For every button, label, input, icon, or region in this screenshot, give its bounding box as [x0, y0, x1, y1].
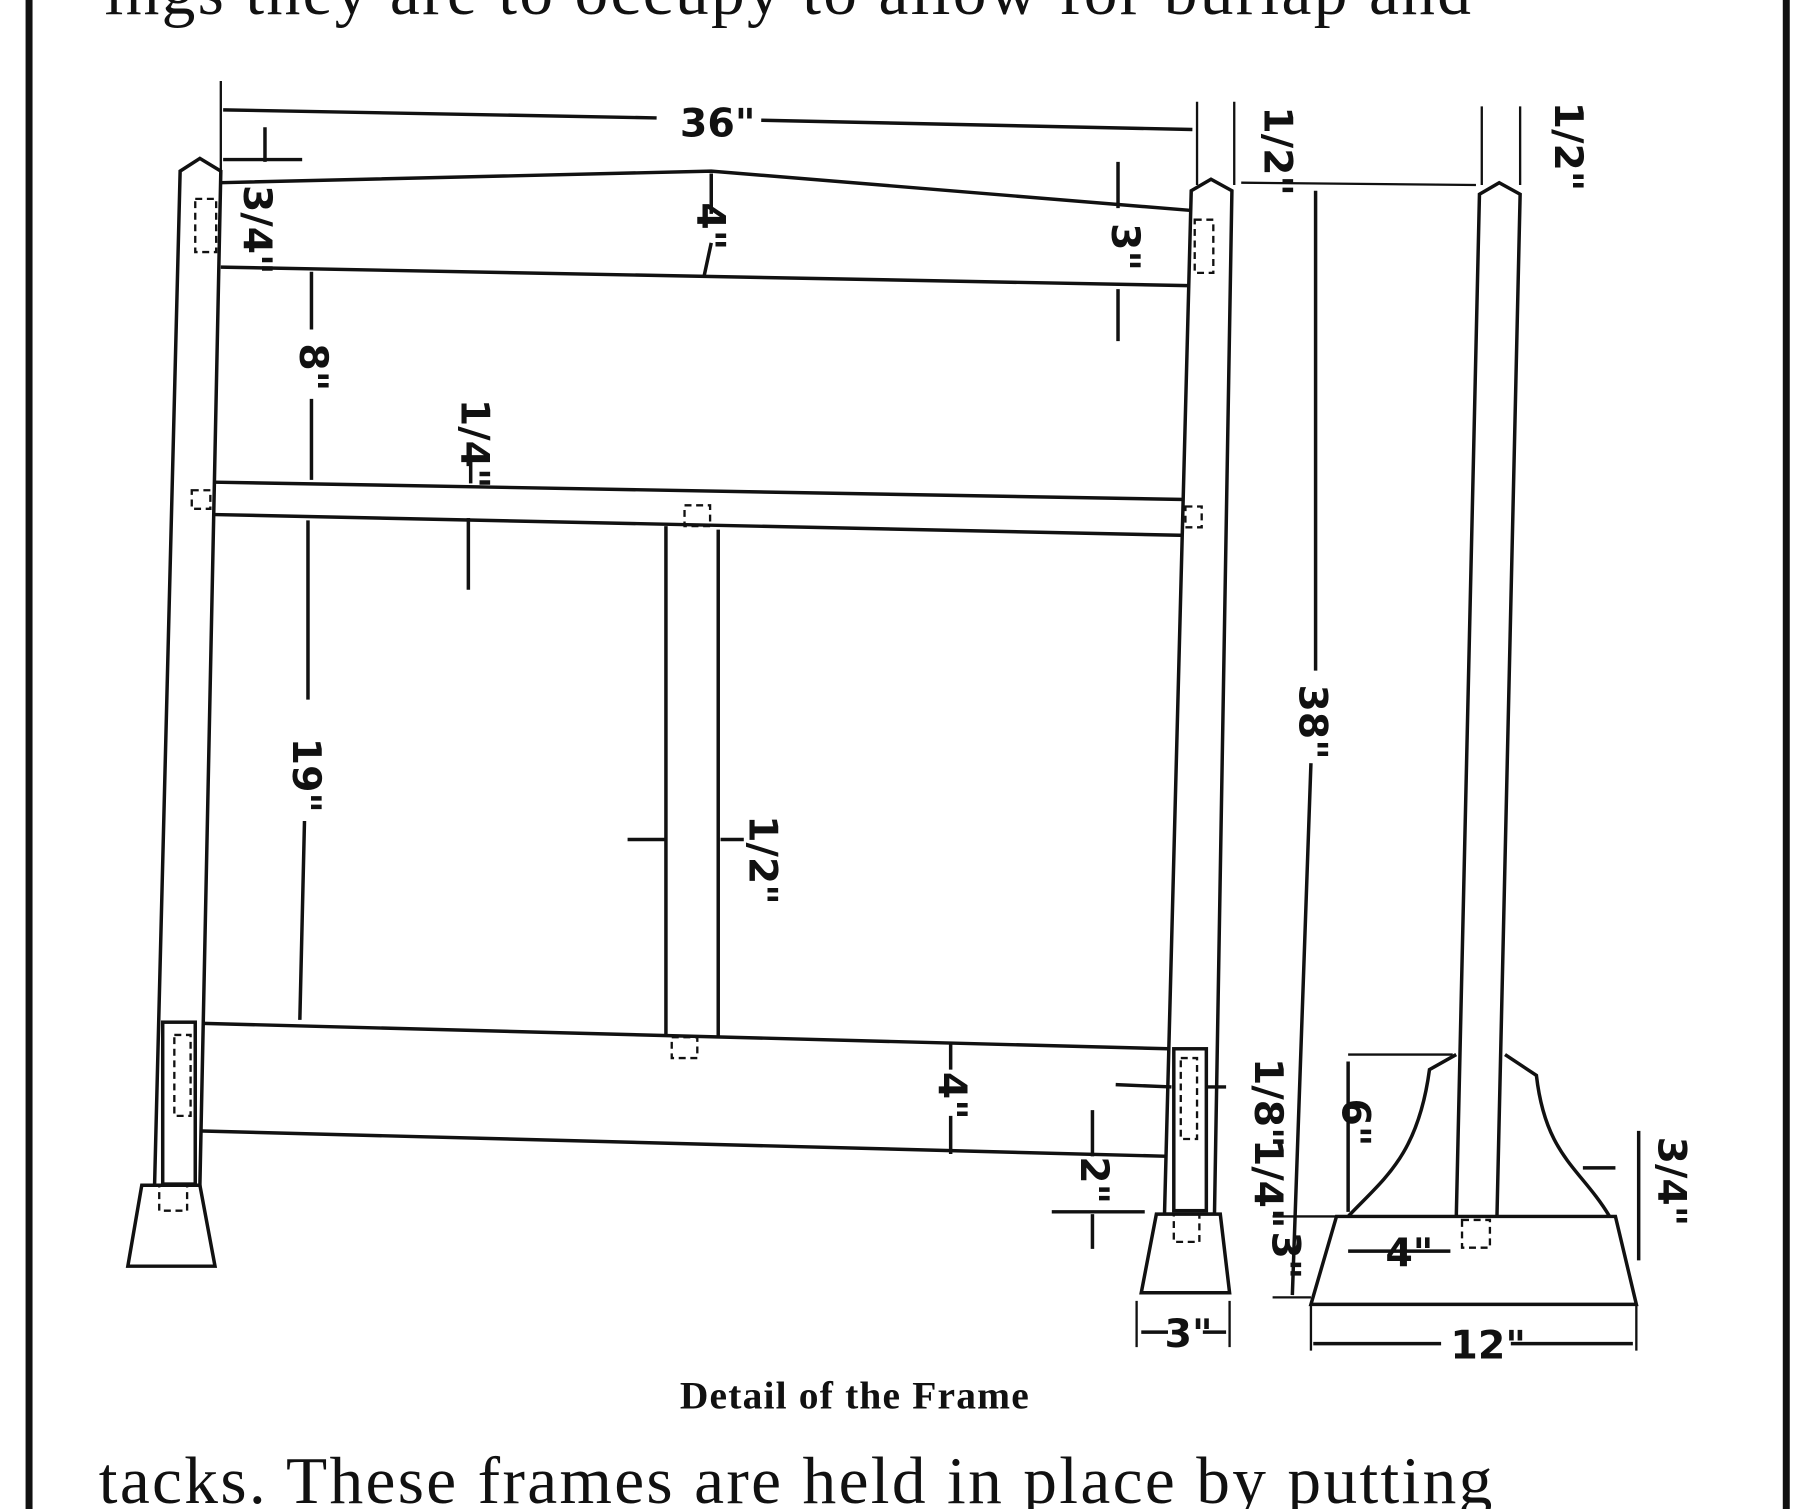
bottom-rail: [197, 1021, 1169, 1159]
right-foot: [1139, 1212, 1232, 1295]
dim-overall-height: 38": [1289, 685, 1335, 760]
top-right-mortise: [1193, 218, 1215, 275]
dim-top-rail-end: 3": [1102, 223, 1148, 271]
top-rail: [220, 169, 1192, 288]
right-mortise: [1179, 1056, 1199, 1141]
dim-post-width-side: 1/2": [1545, 102, 1591, 192]
dim-foot-height: 3": [1263, 1231, 1309, 1279]
dim-bracket-height: 6": [1332, 1099, 1378, 1147]
dim-upper-gap: 8": [290, 343, 336, 391]
side-bracket: [1346, 1053, 1612, 1218]
left-post: [152, 156, 223, 1187]
side-foot: [1308, 1214, 1639, 1307]
top-text-line: ings they are to occupy to allow for bur…: [105, 0, 1474, 29]
right-post: [1162, 177, 1234, 1216]
right-post-tenon: [1172, 1047, 1209, 1213]
dim-post-width-front: 1/2": [1254, 106, 1300, 196]
left-foot: [125, 1183, 218, 1268]
dim-post-thickness: 1/4": [1245, 1139, 1291, 1229]
stile-bottom-mortise: [670, 1036, 699, 1060]
bottom-text-line: tacks. These frames are held in place by…: [99, 1443, 1495, 1509]
dim-middle-rail: 1/4": [451, 399, 497, 489]
left-foot-mortise: [158, 1184, 189, 1212]
side-foot-mortise: [1460, 1218, 1492, 1249]
mid-left-mortise: [190, 489, 212, 510]
left-mortise: [173, 1033, 192, 1118]
dim-bracket-inset: 3/4": [1648, 1137, 1694, 1227]
dim-foot-width-side: 12": [1450, 1323, 1526, 1369]
figure-caption: Detail of the Frame: [680, 1373, 1030, 1417]
dim-lower-gap: 19": [283, 738, 329, 813]
dim-top-rail-center: 4": [687, 202, 733, 250]
right-foot-mortise: [1172, 1212, 1201, 1244]
top-left-mortise: [194, 197, 218, 254]
dim-foot-top: 4": [1385, 1230, 1433, 1276]
dim-tenon-width: 1/8": [1245, 1058, 1291, 1148]
dim-overall-width: 36": [680, 101, 756, 147]
dimension-lines: [219, 80, 1641, 1351]
side-post: [1454, 180, 1522, 1222]
mid-right-mortise: [1184, 505, 1203, 529]
dim-bottom-rail-clear: 2": [1071, 1156, 1117, 1204]
dim-foot-width-front: 3": [1165, 1311, 1213, 1357]
dim-top-rail-offset: 3/4": [234, 185, 280, 275]
center-stile: [664, 526, 720, 1038]
stile-top-mortise: [683, 504, 712, 528]
dim-bottom-rail: 4": [929, 1072, 975, 1120]
middle-rail: [214, 480, 1186, 538]
dim-stile-width: 1/2": [740, 815, 786, 905]
